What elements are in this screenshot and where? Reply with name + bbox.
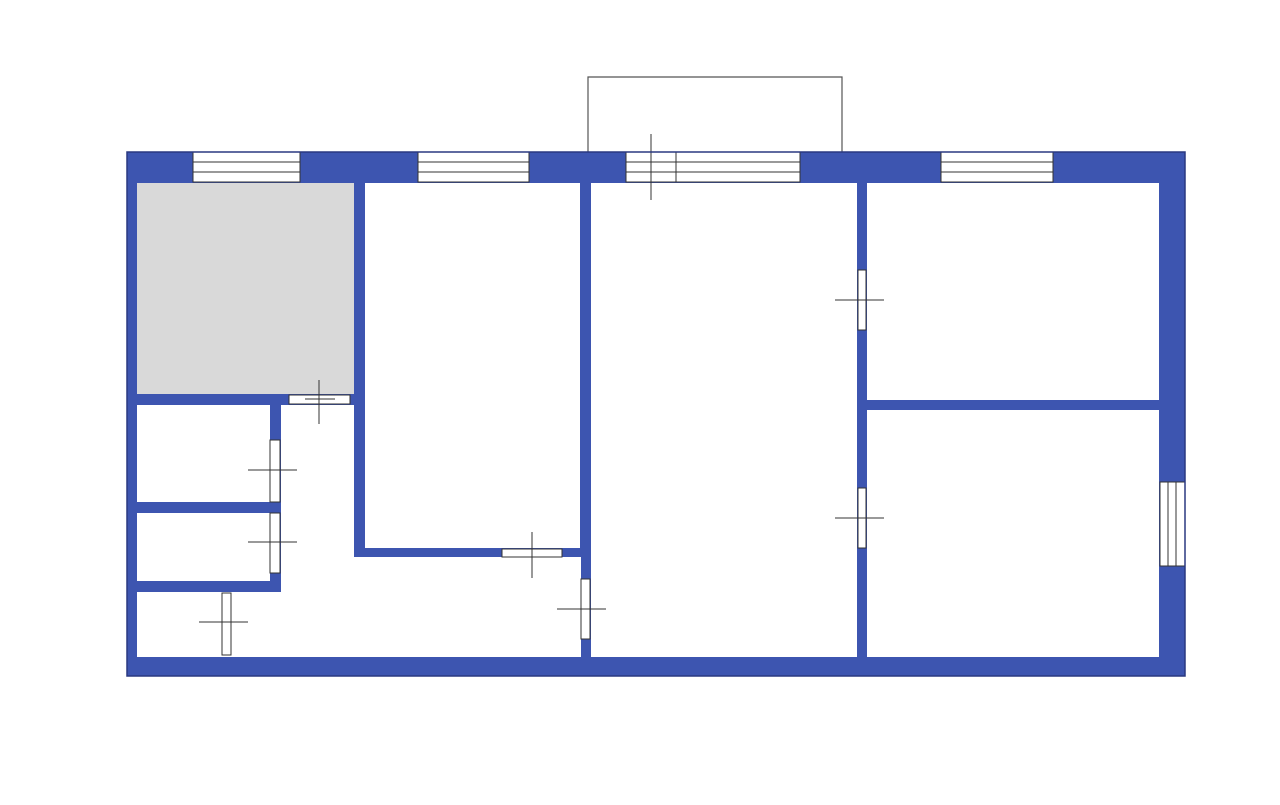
door [835,487,884,549]
door [248,439,297,503]
corridor-bottom [137,592,581,657]
door [835,269,884,331]
corridor-vertical [281,405,354,592]
room-living [591,183,857,657]
window [940,151,1054,183]
balcony-outline [587,76,843,152]
room-lower-right [867,410,1159,657]
doors [199,269,884,656]
room-upper-right [867,183,1159,400]
door [288,380,351,424]
door [199,592,248,656]
window [417,151,530,183]
outer-wall-outline [126,151,1186,677]
door [501,532,563,578]
room-bedroom-left [365,183,580,548]
balcony-door [625,134,801,200]
windows-top [192,134,1054,200]
room-shaded [137,183,354,394]
rooms [137,183,1159,657]
room-small-2 [137,513,270,581]
corridor-mid [354,557,581,592]
window-right [1159,481,1186,567]
window [192,151,301,183]
door [557,578,606,640]
room-small-1 [137,405,270,502]
door [248,512,297,574]
